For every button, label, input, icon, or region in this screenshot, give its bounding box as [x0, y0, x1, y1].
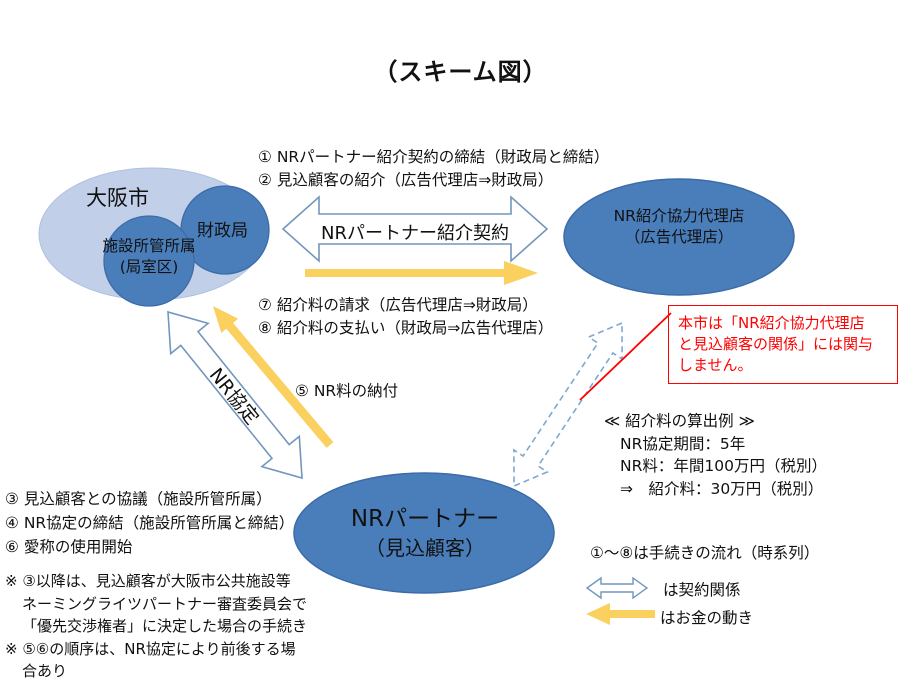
- osaka-city-label: 大阪市: [86, 186, 149, 210]
- legend-money-label: はお金の動き: [660, 609, 754, 627]
- step-7: ⑦ 紹介料の請求（広告代理店⇒財政局）: [258, 296, 538, 314]
- finance-bureau-label: 財政局: [197, 221, 248, 241]
- agency-label-line2: （広告代理店）: [624, 228, 734, 246]
- footnote-line2: ネーミングライツパートナー審査委員会で: [22, 594, 308, 613]
- partner-label: NRパートナー （見込顧客）: [294, 505, 556, 563]
- legend-money-arrow-icon: [586, 603, 655, 625]
- warning-line3: しません。: [678, 356, 753, 374]
- dashed-relation-double-arrow: [513, 321, 623, 488]
- fee-example-line2: NR料：年間100万円（税別）: [620, 457, 827, 475]
- page-title: （スキーム図）: [373, 58, 548, 86]
- legend-contract-arrow-icon: [585, 576, 649, 600]
- partner-label-line1: NRパートナー: [350, 506, 500, 532]
- steps-agreement-block: ③ 見込顧客との協議（施設所管所属） ④ NR協定の締結（施設所管所属と締結） …: [5, 487, 294, 559]
- facility-department-label: 施設所管所属 (局室区): [86, 236, 212, 278]
- step-1: ① NRパートナー紹介契約の締結（財政局と締結）: [258, 148, 610, 166]
- partner-ellipse: [293, 472, 555, 594]
- footnote-line5: 合あり: [22, 662, 68, 680]
- agency-ellipse: [563, 178, 795, 296]
- contract-double-arrow: [281, 195, 549, 263]
- step-5-payment-label: ⑤ NR料の納付: [295, 382, 399, 400]
- warning-line1: 本市は「NR紹介協力代理店: [678, 314, 865, 332]
- fee-example-line1: NR協定期間：5年: [620, 434, 746, 453]
- fee-example-title: ≪ 紹介料の算出例 ≫: [604, 412, 755, 430]
- legend-contract-label: は契約関係: [663, 581, 741, 599]
- nr-agreement-double-arrow: [167, 310, 303, 480]
- money-arrow-upleft-icon: [213, 306, 334, 448]
- fee-example-block: ≪ 紹介料の算出例 ≫ NR協定期間：5年 NR料：年間100万円（税別） ⇒ …: [604, 410, 827, 500]
- step-4: ④ NR協定の締結（施設所管所属と締結）: [5, 514, 295, 532]
- fee-example-line3: ⇒ 紹介料：30万円（税別）: [620, 479, 824, 498]
- step-6: ⑥ 愛称の使用開始: [5, 538, 133, 556]
- step-2: ② 見込顧客の紹介（広告代理店⇒財政局）: [258, 171, 554, 189]
- facility-label-line1: 施設所管所属: [102, 237, 196, 255]
- step-8: ⑧ 紹介料の支払い（財政局⇒広告代理店）: [258, 319, 554, 337]
- facility-label-line2: (局室区): [119, 258, 179, 276]
- partner-label-line2: （見込顧客）: [365, 536, 485, 560]
- steps-fee-block: ⑦ 紹介料の請求（広告代理店⇒財政局） ⑧ 紹介料の支払い（財政局⇒広告代理店）: [258, 294, 553, 340]
- footnote-line4: ※ ⑤⑥の順序は、NR協定により前後する場: [5, 639, 296, 658]
- legend-flow-label: ①～⑧は手続きの流れ（時系列）: [590, 544, 820, 562]
- step-3: ③ 見込顧客との協議（施設所管所属）: [5, 490, 272, 508]
- contract-arrow-label: NRパートナー紹介契約: [321, 223, 509, 244]
- agency-label-line1: NR紹介協力代理店: [613, 207, 745, 225]
- agency-label: NR紹介協力代理店 （広告代理店）: [564, 206, 794, 248]
- footnote-line3: 「優先交渉権者」に決定した場合の手続き: [22, 617, 308, 635]
- footnotes: ※ ③以降は、見込顧客が大阪市公共施設等 ネーミングライツパートナー審査委員会で…: [5, 570, 307, 683]
- warning-line2: と見込顧客の関係」には関与: [678, 335, 874, 353]
- warning-callout-line: [579, 312, 672, 401]
- footnote-line1: ※ ③以降は、見込顧客が大阪市公共施設等: [5, 572, 291, 590]
- warning-box: 本市は「NR紹介協力代理店 と見込顧客の関係」には関与 しません。: [668, 305, 898, 384]
- steps-contract-block: ① NRパートナー紹介契約の締結（財政局と締結） ② 見込顧客の紹介（広告代理店…: [258, 146, 609, 192]
- money-arrow-right-icon: [305, 261, 538, 285]
- facility-department-circle: [103, 215, 195, 307]
